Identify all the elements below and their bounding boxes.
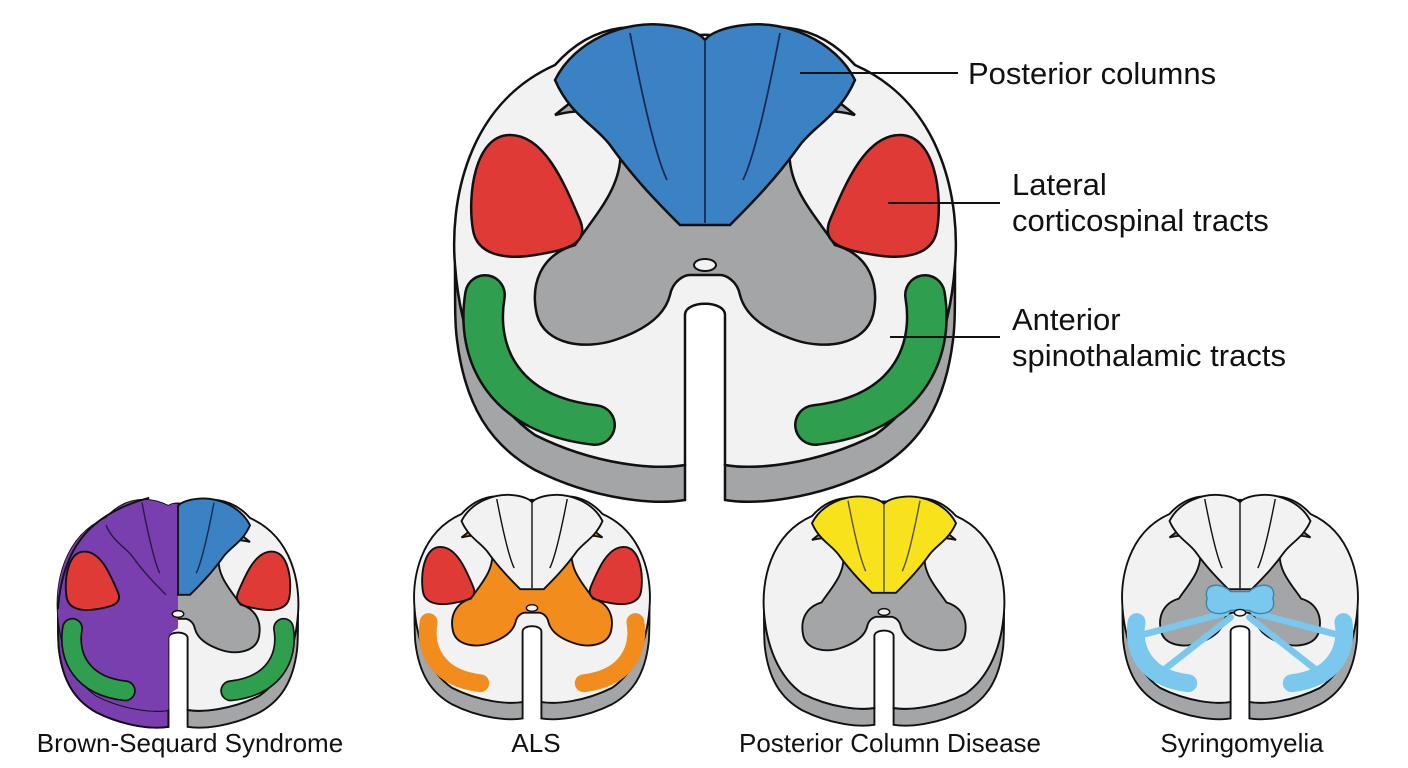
label-posterior-columns: Posterior columns [968, 56, 1216, 91]
caption-posterior-column-disease: Posterior Column Disease [739, 728, 1041, 758]
posterior-column-disease-section [762, 495, 1006, 727]
central-canal [693, 258, 717, 272]
label-anterior-line1: Anterior [1012, 302, 1121, 337]
caption-als: ALS [511, 728, 560, 758]
syringomyelia-section [1121, 493, 1359, 721]
syrinx-cavity [1205, 584, 1275, 615]
leader-lines [800, 72, 1000, 338]
main-cross-section [452, 22, 958, 503]
label-anterior-line2: spinothalamic tracts [1012, 338, 1286, 373]
posterior-column-divisions [629, 32, 781, 223]
als-section [413, 493, 651, 721]
crossing-fibers-lesion [1142, 609, 1338, 673]
brown-sequard-section [56, 496, 300, 729]
label-lateral-line2: corticospinal tracts [1012, 203, 1269, 238]
caption-brown-sequard: Brown-Sequard Syndrome [37, 728, 343, 758]
caption-syringomyelia: Syringomyelia [1160, 728, 1324, 758]
label-lateral-line1: Lateral [1012, 167, 1107, 202]
